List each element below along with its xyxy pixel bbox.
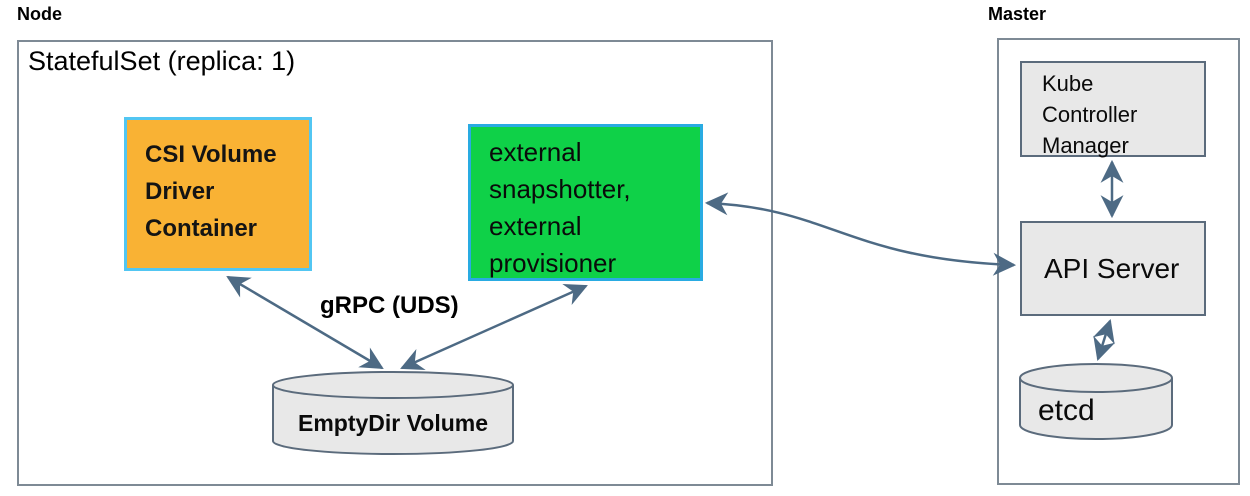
grpc-uds-label: gRPC (UDS)	[320, 292, 459, 319]
sidecar-label: external snapshotter, external provision…	[489, 137, 631, 278]
csi-driver-label: CSI Volume Driver Container	[145, 141, 277, 242]
etcd-label: etcd	[1038, 394, 1095, 427]
sidecar-box: external snapshotter, external provision…	[468, 124, 703, 281]
api-server-box: API Server	[1020, 221, 1206, 316]
statefulset-label: StatefulSet (replica: 1)	[28, 46, 296, 76]
master-group-label: Master	[988, 4, 1047, 24]
kube-controller-manager-label: Kube Controller Manager	[1042, 71, 1138, 158]
node-group-label: Node	[17, 4, 62, 24]
emptydir-label: EmptyDir Volume	[298, 410, 488, 436]
api-server-label: API Server	[1044, 252, 1180, 284]
csi-driver-box: CSI Volume Driver Container	[124, 117, 312, 271]
kube-controller-manager-box: Kube Controller Manager	[1020, 61, 1206, 158]
